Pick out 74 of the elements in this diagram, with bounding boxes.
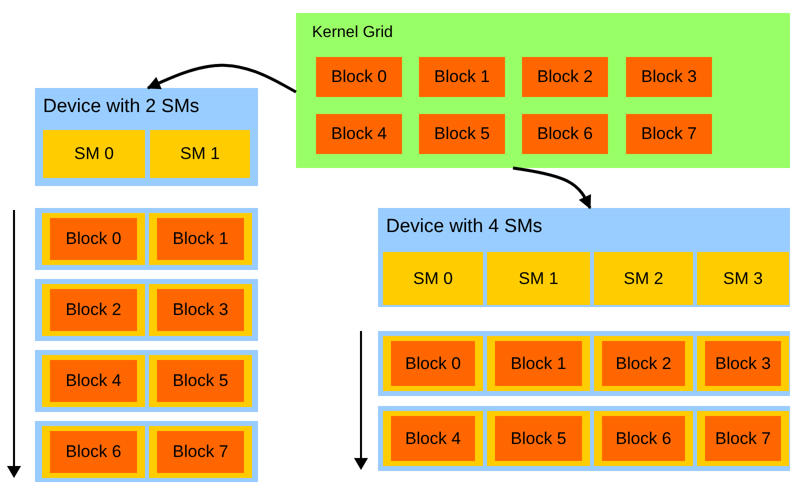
block-label: Block 2 <box>66 300 122 320</box>
block-box <box>149 426 252 478</box>
block-label: Block 3 <box>641 67 697 87</box>
block-label: Block 5 <box>434 124 490 144</box>
panel-title: Device with 4 SMs <box>386 216 542 238</box>
block-box <box>383 336 483 391</box>
arrow <box>512 166 592 210</box>
sm-box <box>43 130 145 178</box>
block-label: Block 0 <box>331 67 387 87</box>
block-box <box>522 57 608 97</box>
block-box <box>487 411 590 466</box>
panel-title: Kernel Grid <box>312 24 393 42</box>
block-label: Block 4 <box>66 371 122 391</box>
block-box <box>594 411 693 466</box>
block-label: Block 6 <box>616 428 672 448</box>
block-label: Block 1 <box>510 354 566 374</box>
block-box <box>42 355 145 407</box>
block-label: Block 5 <box>510 428 566 448</box>
block-label: Block 7 <box>172 442 228 462</box>
block-label: Block 6 <box>66 442 122 462</box>
block-label: Block 3 <box>172 300 228 320</box>
block-box <box>42 426 145 478</box>
sm-label: SM 0 <box>413 268 453 288</box>
block-box <box>522 114 608 154</box>
block-label: Block 4 <box>331 124 387 144</box>
block-box <box>626 57 712 97</box>
block-box <box>42 213 145 265</box>
block-label: Block 5 <box>172 371 228 391</box>
block-label: Block 3 <box>715 354 771 374</box>
block-label: Block 7 <box>715 428 771 448</box>
block-box <box>594 336 693 391</box>
block-box <box>419 114 505 154</box>
block-box <box>316 57 402 97</box>
block-box <box>149 213 252 265</box>
block-label: Block 2 <box>537 67 593 87</box>
block-label: Block 0 <box>66 229 122 249</box>
sm-label: SM 0 <box>74 144 114 164</box>
sm-label: SM 2 <box>624 268 664 288</box>
row-band <box>378 406 790 471</box>
block-box <box>419 57 505 97</box>
sm-box <box>383 252 483 305</box>
row-band <box>35 279 258 341</box>
block-box <box>487 336 590 391</box>
sm-label: SM 3 <box>723 268 763 288</box>
sm-box <box>150 130 250 178</box>
block-box <box>316 114 402 154</box>
block-label: Block 6 <box>537 124 593 144</box>
device-panel <box>35 88 258 186</box>
sm-label: SM 1 <box>180 144 220 164</box>
block-box <box>697 336 789 391</box>
sm-label: SM 1 <box>518 268 558 288</box>
block-box <box>626 114 712 154</box>
block-label: Block 4 <box>405 428 461 448</box>
kernel-grid-panel <box>296 13 790 168</box>
row-band <box>35 350 258 412</box>
row-band <box>35 208 258 270</box>
block-box <box>383 411 483 466</box>
row-band <box>35 421 258 482</box>
device-panel <box>378 208 790 307</box>
sm-box <box>697 252 789 305</box>
block-label: Block 1 <box>172 229 228 249</box>
block-box <box>697 411 789 466</box>
block-box <box>149 355 252 407</box>
block-label: Block 1 <box>434 67 490 87</box>
sm-box <box>487 252 590 305</box>
block-box <box>149 284 252 336</box>
block-box <box>42 284 145 336</box>
block-label: Block 7 <box>641 124 697 144</box>
row-band <box>378 331 790 396</box>
block-label: Block 0 <box>405 354 461 374</box>
arrow <box>146 64 297 94</box>
panel-title: Device with 2 SMs <box>43 96 200 118</box>
block-label: Block 2 <box>616 354 672 374</box>
sm-box <box>594 252 693 305</box>
